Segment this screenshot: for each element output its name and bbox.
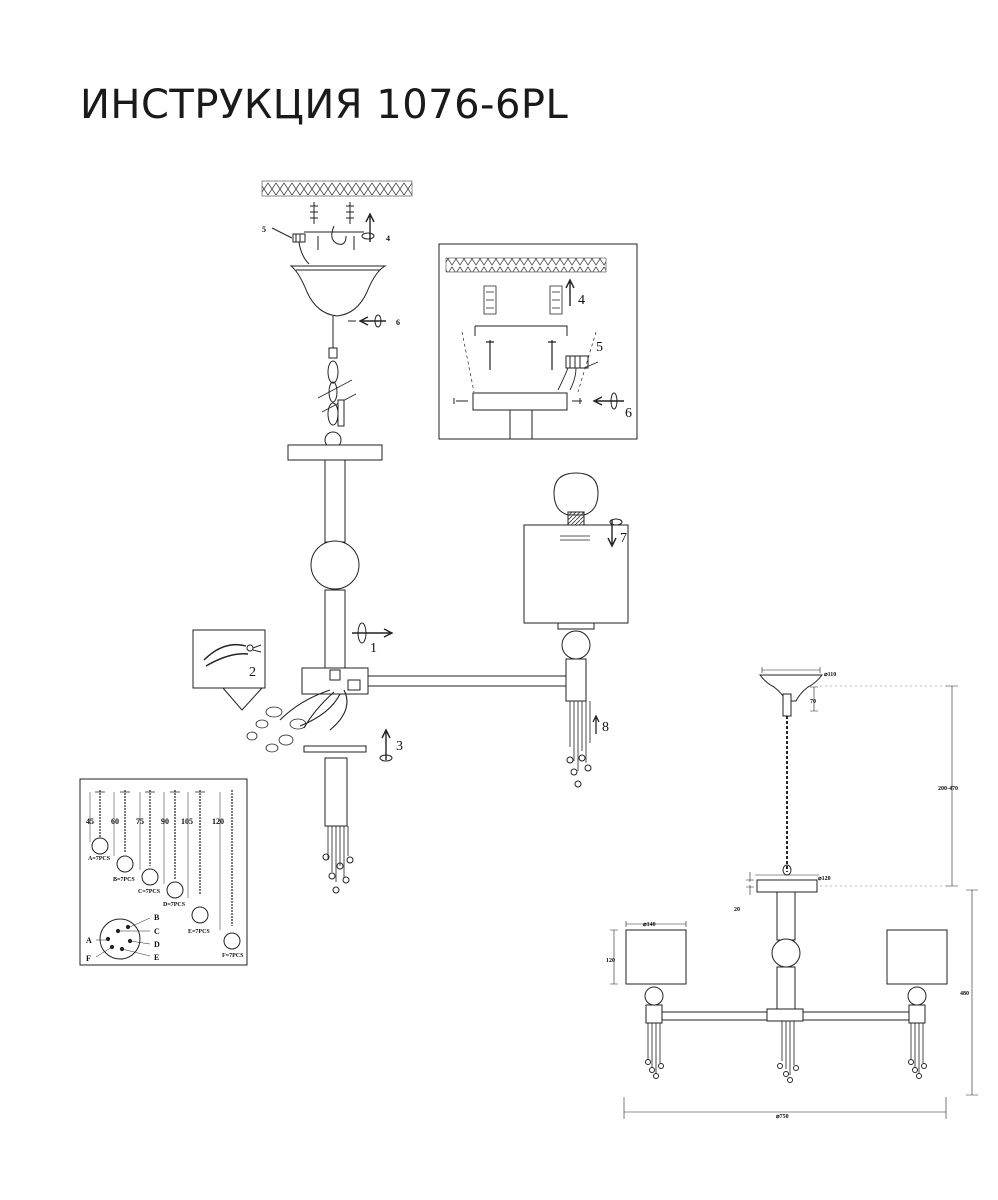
ceiling-top (261, 180, 413, 197)
pendant-layout-diagram (95, 917, 151, 960)
dim-plate-diameter: ⌀120 (818, 876, 831, 882)
length-e: 105 (181, 817, 193, 826)
bulb-icon (553, 472, 599, 516)
center-pendant-cluster (322, 757, 354, 894)
letter-e: E (154, 953, 159, 962)
mounting-anchors (304, 202, 364, 250)
count-c: C=7PCS (138, 889, 161, 895)
length-f: 120 (212, 817, 224, 826)
main-assembly: 5 4 6 1 (192, 180, 629, 894)
length-b: 60 (111, 817, 119, 826)
letter-b: B (154, 913, 160, 922)
pliers-icon (203, 643, 262, 667)
step-4-label: 4 (386, 234, 390, 243)
page-title: ИНСТРУКЦИЯ 1076-6PL (80, 82, 569, 128)
step-6-label: 6 (396, 318, 400, 327)
lamp-with-shade: 7 8 (523, 472, 629, 788)
letter-f: F (86, 954, 91, 963)
chain (327, 360, 339, 426)
detail-step-4-label: 4 (578, 293, 585, 308)
lamp-shade (523, 524, 629, 624)
step-8-label: 8 (602, 720, 609, 735)
cover-disc (303, 745, 367, 753)
detail-step-5-label: 5 (596, 340, 603, 355)
upper-tube (324, 459, 346, 543)
dim-chain-length: 200-470 (938, 786, 958, 792)
arm (368, 675, 568, 687)
terminal-block (271, 227, 310, 265)
count-d: D=7PCS (163, 902, 186, 908)
wire-connectors (246, 706, 307, 753)
count-b: B=7PCS (113, 877, 135, 883)
dim-body-height: 480 (960, 991, 969, 997)
letter-c: C (154, 927, 160, 936)
letter-d: D (154, 940, 160, 949)
pendant-length-chart: 45 60 75 90 105 120 A=7PCS B=7PCS C=7PCS… (79, 778, 248, 966)
step-7-label: 7 (620, 531, 627, 546)
length-c: 75 (136, 817, 144, 826)
length-a: 45 (86, 817, 94, 826)
dim-shade-diameter: ⌀140 (643, 922, 656, 928)
ceiling-mount-detail: 4 5 6 (438, 243, 638, 440)
step-2-label: 2 (249, 665, 256, 680)
wall-plugs (483, 285, 563, 315)
dim-canopy-diameter: ⌀110 (824, 672, 836, 678)
detail-terminal-block (557, 355, 599, 391)
count-a: A=7PCS (88, 856, 111, 862)
lower-tube (324, 589, 346, 669)
count-e: E=7PCS (188, 929, 210, 935)
dim-total-diameter: ⌀750 (776, 1114, 789, 1120)
step-1-label: 1 (370, 641, 377, 656)
dim-canopy-height: 70 (810, 699, 816, 705)
decor-ball (310, 540, 360, 590)
letter-a: A (86, 936, 92, 945)
ceiling-plate (287, 444, 383, 461)
canopy (289, 265, 387, 317)
count-f: F=7PCS (222, 953, 244, 959)
step-3-label: 3 (396, 739, 403, 754)
dimension-drawing: ⌀110 70 ⌀120 20 ⌀140 120 (606, 667, 978, 1120)
step-5-label: 5 (262, 225, 266, 234)
dim-shade-height: 120 (606, 958, 615, 964)
dim-plate-height: 20 (734, 907, 740, 913)
screws (486, 340, 556, 370)
length-d: 90 (161, 817, 169, 826)
detail-canopy-plate (472, 392, 568, 411)
detail-step-6-label: 6 (625, 406, 632, 421)
